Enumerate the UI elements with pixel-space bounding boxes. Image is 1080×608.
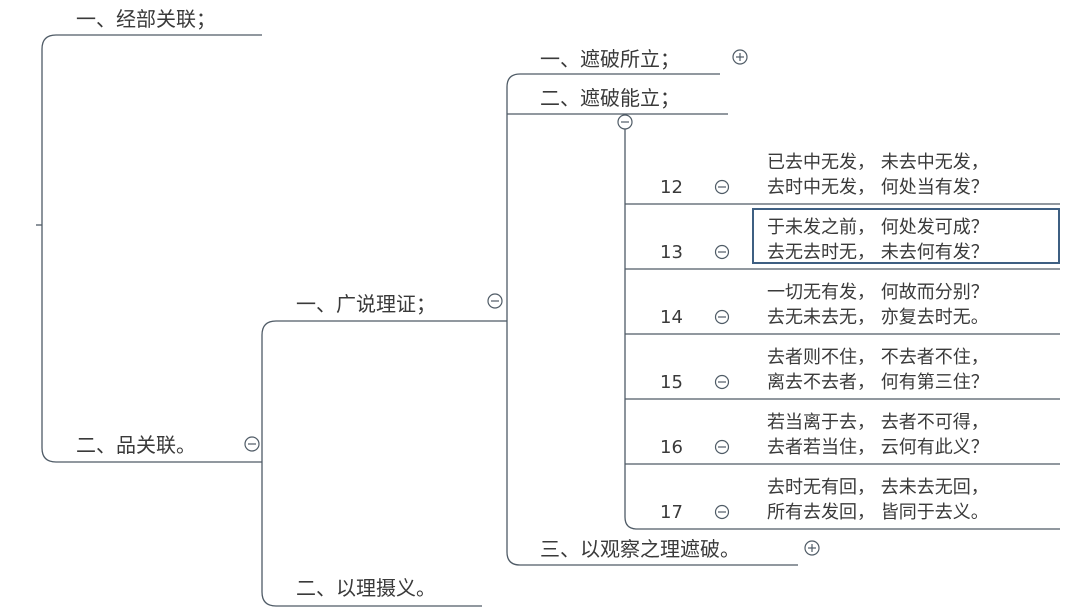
sub-connectors (500, 73, 798, 566)
expand-toggle-sub-3[interactable] (804, 540, 820, 556)
node-sub-1[interactable]: 一、遮破所立； (540, 47, 680, 71)
root-connectors (36, 34, 262, 463)
verse-line-2: 离去不去者， 何有第三住？ (767, 372, 989, 393)
verse-line-2: 所有去发回， 皆同于去义。 (767, 502, 989, 523)
verse-node[interactable]: 16 若当离于去， 去者不可得， 去者若当住， 云何有此义？ (660, 412, 989, 458)
collapse-toggle-root-2[interactable] (244, 436, 260, 452)
verse-line-1: 已去中无发， 未去中无发， (767, 152, 989, 173)
verse-line-1: 一切无有发， 何故而分别？ (767, 282, 989, 303)
verse-node[interactable]: 17 去时无有回， 去未去无回， 所有去发回， 皆同于去义。 (660, 477, 989, 523)
branch-connectors (261, 320, 500, 607)
expand-toggle-sub-1[interactable] (732, 49, 748, 65)
verse-node[interactable]: 14 一切无有发， 何故而分别？ 去无未去无， 亦复去时无。 (660, 282, 989, 328)
node-branch-2[interactable]: 二、以理摄义。 (296, 576, 436, 600)
verse-number: 15 (660, 372, 683, 393)
highlight-box (752, 208, 1060, 264)
node-branch-1[interactable]: 一、广说理证； (296, 292, 436, 316)
verse-node[interactable]: 12 已去中无发， 未去中无发， 去时中无发， 何处当有发？ (660, 152, 989, 198)
collapse-toggle-verse[interactable] (714, 244, 730, 260)
verse-connectors (624, 129, 1060, 530)
collapse-toggle-branch-1[interactable] (487, 293, 503, 309)
verse-number: 17 (660, 502, 683, 523)
node-root-2[interactable]: 二、品关联。 (76, 433, 196, 457)
collapse-toggle-verse[interactable] (714, 374, 730, 390)
collapse-toggle-verse[interactable] (714, 504, 730, 520)
verse-line-1: 于未发之前， 何处发可成？ (767, 217, 989, 238)
node-sub-2[interactable]: 二、遮破能立； (540, 86, 680, 110)
verse-list: 12 已去中无发， 未去中无发， 去时中无发， 何处当有发？ 13 于未发之前， 何处发… (660, 152, 989, 523)
node-sub-3[interactable]: 三、以观察之理遮破。 (540, 537, 740, 561)
verse-node[interactable]: 15 去者则不住， 不去者不住， 离去不去者， 何有第三住？ (660, 347, 989, 393)
verse-line-2: 去无未去无， 亦复去时无。 (767, 307, 989, 328)
collapse-toggle-verse[interactable] (714, 439, 730, 455)
verse-number: 12 (660, 177, 683, 198)
verse-line-2: 去无去时无， 未去何有发？ (767, 242, 989, 263)
verse-number: 16 (660, 437, 683, 458)
collapse-toggle-verse[interactable] (714, 309, 730, 325)
verse-line-2: 去时中无发， 何处当有发？ (767, 177, 989, 198)
verse-line-1: 去者则不住， 不去者不住， (767, 347, 989, 368)
verse-node[interactable]: 13 于未发之前， 何处发可成？ 去无去时无， 未去何有发？ (660, 217, 989, 263)
verse-number: 14 (660, 307, 683, 328)
collapse-toggle-sub-2[interactable] (617, 114, 633, 130)
verse-line-1: 去时无有回， 去未去无回， (767, 477, 989, 498)
verse-line-2: 去者若当住， 云何有此义？ (767, 437, 989, 458)
collapse-toggle-verse[interactable] (714, 179, 730, 195)
node-root-1[interactable]: 一、经部关联； (76, 7, 216, 31)
verse-number: 13 (660, 242, 683, 263)
verse-line-1: 若当离于去， 去者不可得， (767, 412, 989, 433)
